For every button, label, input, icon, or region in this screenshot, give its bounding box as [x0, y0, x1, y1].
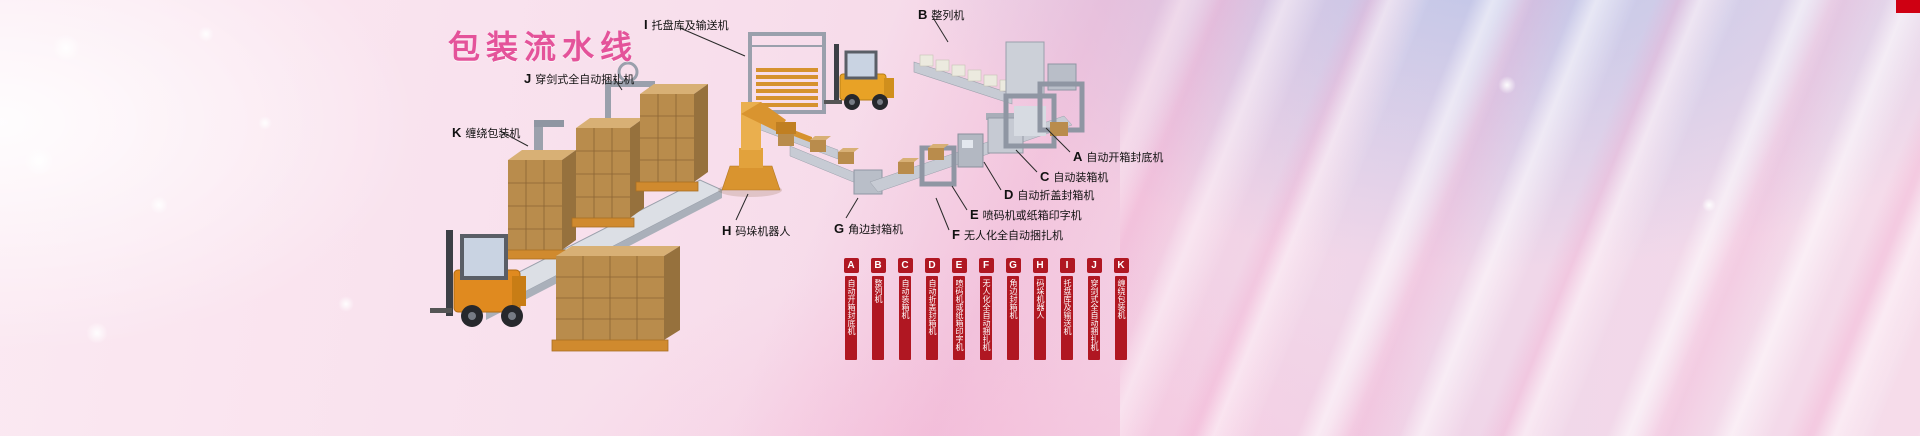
pallet-load — [571, 118, 644, 228]
legend-item-H: H 码垛机器人 — [1029, 258, 1051, 360]
callout-label: 托盘库及输送机 — [651, 20, 729, 32]
corner-red-mark — [1896, 0, 1920, 13]
callout-letter: C — [1040, 169, 1050, 184]
legend-letter-badge: C — [897, 258, 913, 273]
legend-item-J: J 穿剑式全自动捆扎机 — [1083, 258, 1105, 360]
legend-item-A: A 自动开箱封底机 — [840, 258, 862, 360]
callout-letter: E — [970, 207, 979, 222]
legend-label: 角边封箱机 — [1007, 276, 1019, 360]
pallet-load — [635, 84, 708, 192]
strapper-F-machine — [919, 145, 957, 187]
aligner-B-machine — [913, 41, 1077, 105]
callout-label: 码垛机器人 — [735, 226, 791, 238]
callout-label: 自动装箱机 — [1053, 172, 1109, 184]
legend-item-F: F 无人化全自动捆扎机 — [975, 258, 997, 360]
forklift-small — [824, 44, 894, 110]
callout-label: 自动折盖封箱机 — [1017, 190, 1095, 202]
legend-item-E: E 喷码机或纸箱印字机 — [948, 258, 970, 360]
legend-letter-badge: I — [1059, 258, 1075, 273]
legend-label: 缠绕包装机 — [1115, 276, 1127, 360]
pallet-magazine-I — [741, 32, 839, 160]
callout-letter: A — [1073, 149, 1083, 164]
legend: A 自动开箱封底机 B 整列机 C 自动装箱机 D 自动折盖封箱机 E 喷码机或… — [840, 258, 1132, 360]
printer-E-machine — [957, 133, 984, 168]
legend-item-I: I 托盘库及输送机 — [1056, 258, 1078, 360]
legend-item-B: B 整列机 — [867, 258, 889, 360]
callout-label: 缠绕包装机 — [465, 128, 521, 140]
legend-label: 整列机 — [872, 276, 884, 360]
pallet-load — [503, 150, 576, 260]
pallet-conveyor — [462, 179, 724, 320]
callout-label: 无人化全自动捆扎机 — [963, 230, 1063, 242]
callout-letter: J — [524, 71, 532, 86]
legend-letter-badge: B — [870, 258, 886, 273]
legend-letter-badge: J — [1086, 258, 1102, 273]
palletizing-robot-H — [718, 102, 796, 197]
legend-letter-badge: H — [1032, 258, 1048, 273]
page-title: 包装流水线 — [448, 29, 639, 65]
forklift-large — [430, 230, 526, 327]
sparkle-dot — [52, 34, 80, 62]
sparkle-dot — [258, 116, 272, 130]
erector-A-machine — [1037, 81, 1085, 136]
wrapping-machine-K — [522, 120, 568, 228]
sparkle-dot — [1498, 76, 1516, 94]
sparkle-dot — [86, 322, 108, 344]
callout-letter: I — [644, 17, 648, 32]
callout-label: 自动开箱封底机 — [1086, 152, 1164, 164]
sparkle-dot — [150, 196, 168, 214]
legend-item-G: G 角边封箱机 — [1002, 258, 1024, 360]
legend-letter-badge: F — [978, 258, 994, 273]
legend-item-K: K 缠绕包装机 — [1110, 258, 1132, 360]
callout-label: 角边封箱机 — [848, 224, 904, 236]
legend-label: 穿剑式全自动捆扎机 — [1088, 276, 1100, 360]
legend-label: 码垛机器人 — [1034, 276, 1046, 360]
legend-letter-badge: E — [951, 258, 967, 273]
callout-label: 整列机 — [931, 10, 965, 22]
legend-letter-badge: K — [1113, 258, 1129, 273]
sparkle-dot — [24, 146, 54, 176]
callout-label: 喷码机或纸箱印字机 — [982, 210, 1082, 222]
outfeed-conveyor — [789, 115, 1073, 195]
sealer-D-machine — [986, 113, 1025, 154]
legend-label: 无人化全自动捆扎机 — [980, 276, 992, 360]
legend-letter-badge: G — [1005, 258, 1021, 273]
legend-letter-badge: D — [924, 258, 940, 273]
legend-label: 托盘库及输送机 — [1061, 276, 1073, 360]
callout-label: 穿剑式全自动捆扎机 — [535, 74, 635, 86]
legend-label: 自动装箱机 — [899, 276, 911, 360]
carton-boxes — [810, 136, 949, 174]
legend-item-C: C 自动装箱机 — [894, 258, 916, 360]
callout-letter: K — [452, 125, 462, 140]
diagonal-stripes-background — [1120, 0, 1920, 436]
packer-C-machine — [1003, 93, 1057, 149]
callout-letter: H — [722, 223, 732, 238]
callout-letter: B — [918, 7, 928, 22]
legend-label: 喷码机或纸箱印字机 — [953, 276, 965, 360]
callout-letter: D — [1004, 187, 1014, 202]
legend-letter-badge: A — [843, 258, 859, 273]
callout-letter: F — [952, 227, 960, 242]
legend-label: 自动折盖封箱机 — [926, 276, 938, 360]
callout-letter: G — [834, 221, 845, 236]
legend-label: 自动开箱封底机 — [845, 276, 857, 360]
pallet-load-floor — [551, 246, 680, 352]
sparkle-dot — [1702, 198, 1716, 212]
legend-item-D: D 自动折盖封箱机 — [921, 258, 943, 360]
sparkle-dot — [198, 26, 214, 42]
sparkle-dot — [338, 296, 354, 312]
